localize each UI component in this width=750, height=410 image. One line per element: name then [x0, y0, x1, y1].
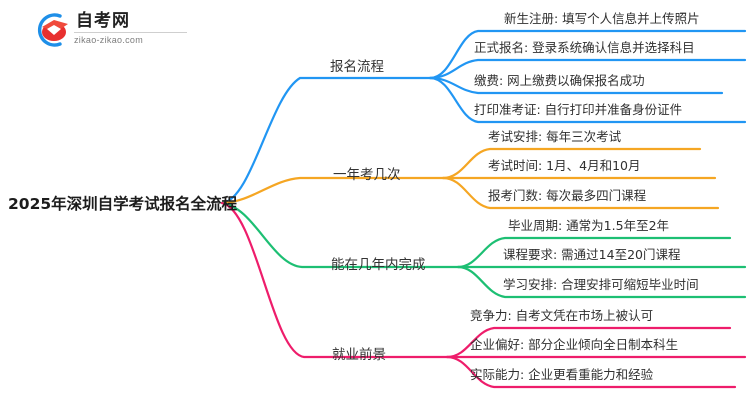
logo-url: zikao-zikao.com	[74, 35, 144, 45]
leaf-label-1-1[interactable]: 新生注册: 填写个人信息并上传照片	[504, 11, 700, 26]
leaf-label-1-2[interactable]: 正式报名: 登录系统确认信息并选择科目	[474, 40, 695, 55]
branch-label-4[interactable]: 就业前景	[332, 347, 386, 363]
leaf-label-3-1[interactable]: 毕业周期: 通常为1.5年至2年	[508, 218, 670, 233]
logo-divider	[74, 32, 187, 33]
leaf-label-1-4[interactable]: 打印准考证: 自行打印并准备身份证件	[474, 102, 683, 117]
leaf-label-4-2[interactable]: 企业偏好: 部分企业倾向全日制本科生	[470, 337, 679, 352]
root-node-label: 2025年深圳自学考试报名全流程	[8, 195, 238, 213]
leaf-label-1-3[interactable]: 缴费: 网上缴费以确保报名成功	[474, 73, 645, 88]
branch-label-1[interactable]: 报名流程	[330, 59, 384, 75]
logo-wordmark: 自考网 zikao-zikao.com	[74, 10, 189, 50]
root-to-branch-curve-3	[220, 201, 460, 269]
branch-connector-group-3	[220, 201, 747, 299]
branch-to-leaf-curve-1-4	[428, 76, 747, 124]
branch-to-leaf-curve-2-3	[441, 176, 720, 210]
branch-label-2[interactable]: 一年考几次	[333, 167, 401, 183]
leaf-label-3-2[interactable]: 课程要求: 需通过14至20门课程	[503, 247, 681, 262]
root-to-branch-curve-1	[220, 76, 432, 205]
leaf-label-4-3[interactable]: 实际能力: 企业更看重能力和经验	[470, 367, 654, 382]
leaf-label-3-3[interactable]: 学习安排: 合理安排可缩短毕业时间	[503, 277, 699, 292]
site-logo[interactable]: 自考网 zikao-zikao.com	[30, 10, 190, 50]
leaf-label-2-2[interactable]: 考试时间: 1月、4月和10月	[488, 158, 641, 173]
leaf-label-2-3[interactable]: 报考门数: 每次最多四门课程	[488, 188, 647, 203]
branch-connector-group-1	[220, 29, 747, 205]
leaf-label-2-1[interactable]: 考试安排: 每年三次考试	[488, 129, 622, 144]
branch-to-leaf-curve-1-1	[428, 29, 747, 80]
branch-connector-group-4	[220, 201, 747, 389]
logo-name-cn: 自考网	[76, 11, 130, 31]
branch-to-leaf-curve-3-3	[456, 265, 747, 299]
branch-to-leaf-curve-4-3	[445, 355, 737, 389]
root-to-branch-curve-2	[220, 176, 445, 205]
graduation-cap-icon	[37, 13, 68, 47]
leaf-label-4-1[interactable]: 竞争力: 自考文凭在市场上被认可	[470, 308, 654, 323]
branch-connector-group-2	[220, 147, 720, 210]
branch-label-3[interactable]: 能在几年内完成	[331, 257, 426, 273]
root-to-branch-curve-4	[220, 201, 449, 359]
